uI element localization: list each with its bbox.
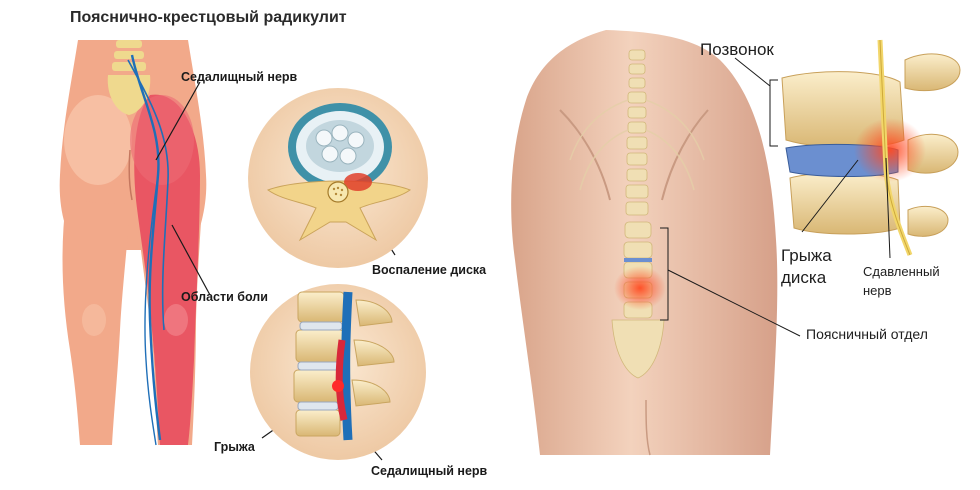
label-lumbar-region: Поясничный отдел: [806, 326, 928, 342]
disc-cross-section-inset: [248, 88, 428, 268]
label-hernia: Грыжа: [214, 440, 255, 454]
back-figure: [511, 30, 801, 456]
label-disc-hernia-line1: Грыжа: [781, 246, 832, 265]
spine-side-inset: [250, 284, 426, 460]
sciatic-nerve: [130, 54, 162, 441]
diagram-title: Пояснично-крестцовый радикулит: [70, 9, 347, 26]
label-compressed-nerve-line1: Сдавленный: [863, 264, 940, 279]
label-disc-hernia-line2: диска: [781, 268, 827, 287]
label-pain-areas: Области боли: [181, 290, 268, 304]
label-compressed-nerve-line2: нерв: [863, 283, 892, 298]
pain-area: [134, 94, 200, 446]
label-vertebra: Позвонок: [700, 40, 774, 59]
label-sciatic-nerve-top: Седалищный нерв: [181, 70, 298, 84]
label-disc-inflammation: Воспаление диска: [372, 263, 487, 277]
lumbar-vertebrae: [112, 40, 146, 71]
vertebra-zoom: [734, 39, 970, 260]
label-sciatic-nerve-bottom: Седалищный нерв: [371, 464, 488, 478]
legs-figure: [59, 40, 207, 446]
